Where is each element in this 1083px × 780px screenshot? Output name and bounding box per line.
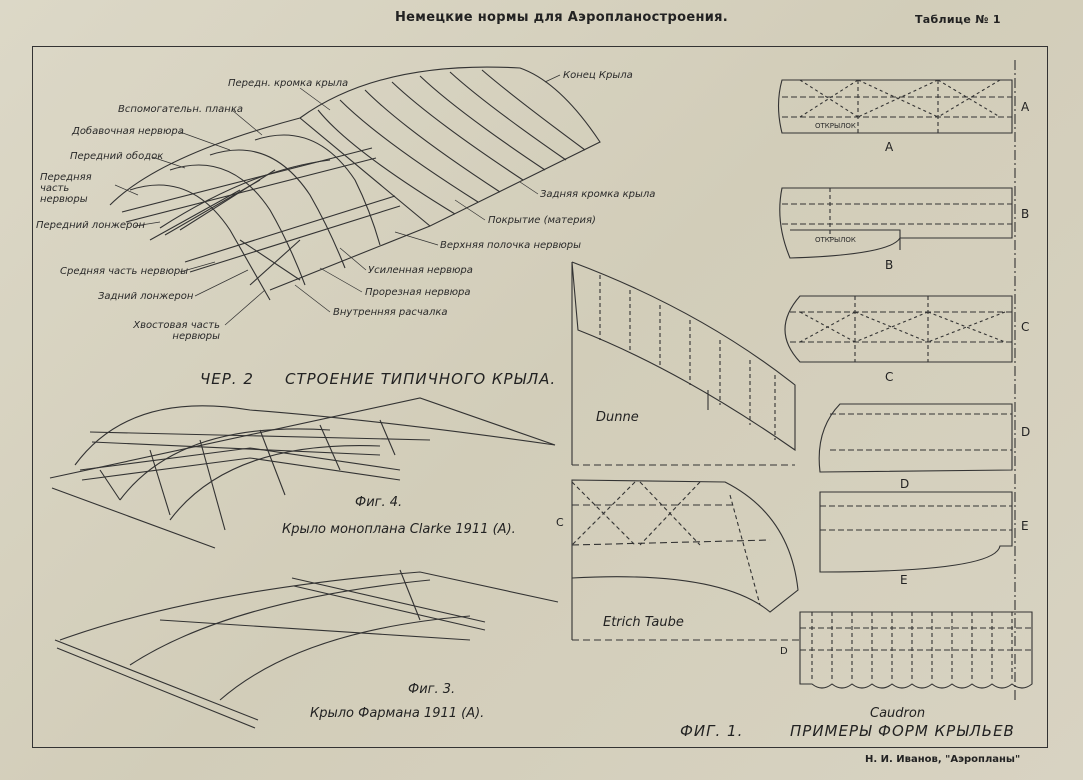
label-rear-spar: Задний лонжерон <box>98 291 194 302</box>
label-middle-rib-part: Средняя часть нервюры <box>60 266 189 277</box>
label-wing-tip: Конец Крыла <box>563 70 633 81</box>
wing-shape-a <box>777 79 1013 134</box>
fig4-caption: Крыло моноплана Clarke 1911 (А). <box>282 522 516 537</box>
side-letter-b: B <box>1021 207 1030 221</box>
side-letter-d: D <box>1021 425 1031 439</box>
wing-shape-caudron <box>799 611 1033 689</box>
fig2-caption: СТРОЕНИЕ ТИПИЧНОГО КРЫЛА. <box>285 370 557 388</box>
label-slotted-rib: Прорезная нервюра <box>365 287 471 298</box>
side-letter-c: C <box>1021 320 1030 334</box>
dunne-wing-outline <box>571 261 796 466</box>
fig1-caption: ПРИМЕРЫ ФОРМ КРЫЛЬЕВ <box>790 722 1015 740</box>
label-trailing-edge: Задняя кромка крыла <box>540 189 656 200</box>
label-tail-rib-part: Хвостовая часть нервюры <box>133 320 220 342</box>
fig1-number: ФИГ. 1. <box>680 722 744 740</box>
label-front-rim: Передний ободок <box>70 151 164 162</box>
label-additional-rib: Добавочная нервюра <box>72 126 184 137</box>
publisher-credit: Н. И. Иванов, "Аэропланы" <box>865 754 1021 765</box>
fig3-number: Фиг. 3. <box>408 682 456 697</box>
under-letter-e: E <box>900 573 908 587</box>
under-letter-a: A <box>885 140 894 154</box>
label-internal-bracing: Внутренняя расчалка <box>333 307 448 318</box>
farman-wing-drawing <box>54 569 559 729</box>
typical-wing-drawing <box>109 66 601 301</box>
aileron-label-a: ОТКРЫЛОК <box>815 122 856 130</box>
fig2-number: ЧЕР. 2 <box>200 370 254 388</box>
taube-wing-outline <box>571 479 800 641</box>
under-letter-d: D <box>900 477 910 491</box>
fig3-caption: Крыло Фармана 1911 (А). <box>310 706 485 721</box>
table-number: Таблице № 1 <box>915 13 1001 26</box>
wing-shape-c <box>784 295 1013 363</box>
label-upper-rib-flange: Верхняя полочка нервюры <box>440 240 582 251</box>
label-caudron: Caudron <box>870 706 926 721</box>
wing-shape-b <box>779 187 1013 259</box>
label-etrich-taube: Etrich Taube <box>603 615 684 630</box>
aileron-label-b: ОТКРЫЛОК <box>815 236 856 244</box>
drawing-frame <box>32 46 1048 748</box>
wing-shape-d <box>818 403 1013 473</box>
wing-shape-e <box>819 491 1013 573</box>
side-letter-a: A <box>1021 100 1030 114</box>
page-title: Немецкие нормы для Аэропланостроения. <box>395 10 729 25</box>
label-covering: Покрытие (материя) <box>488 215 596 226</box>
label-auxiliary-strip: Вспомогательн. планка <box>118 104 243 115</box>
side-letter-e: E <box>1021 519 1029 533</box>
clarke-wing-drawing <box>49 397 556 549</box>
label-reinforced-rib: Усиленная нервюра <box>368 265 473 276</box>
fig4-number: Фиг. 4. <box>355 495 403 510</box>
under-letter-b: B <box>885 258 894 272</box>
mark-d: D <box>780 646 788 657</box>
label-front-rib-part: Передняя часть нервюры <box>40 172 92 205</box>
leader-lines <box>114 74 561 326</box>
label-front-spar: Передний лонжерон <box>36 220 146 231</box>
label-dunne: Dunne <box>596 410 639 425</box>
label-leading-edge: Передн. кромка крыла <box>228 78 349 89</box>
under-letter-c: C <box>885 370 894 384</box>
fig4-mark: C <box>556 516 564 529</box>
